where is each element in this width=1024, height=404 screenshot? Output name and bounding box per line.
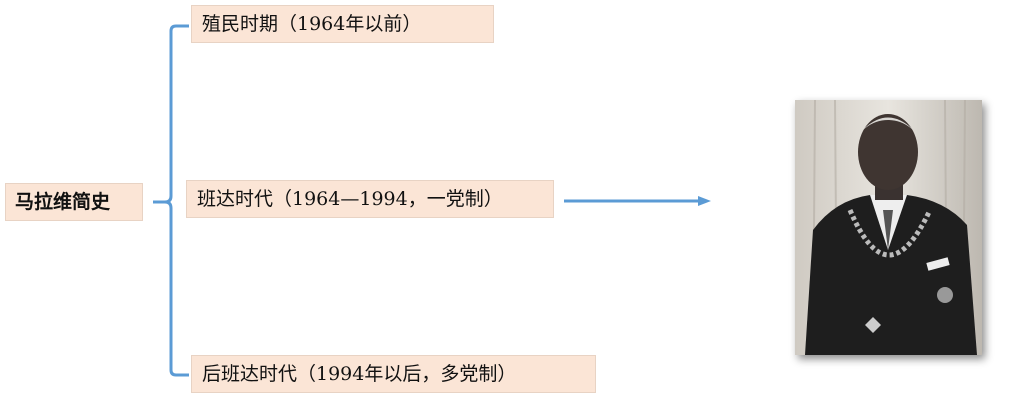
- arrow-head: [698, 196, 711, 206]
- bracket-connector: [153, 24, 189, 377]
- root-node: 马拉维简史: [5, 183, 143, 221]
- portrait-photo: [795, 99, 982, 356]
- branch-colonial-period: 殖民时期（1964年以前）: [191, 5, 494, 43]
- branch-banda-era: 班达时代（1964—1994，一党制）: [186, 180, 554, 218]
- branch-post-banda-era: 后班达时代（1994年以后，多党制）: [191, 355, 596, 393]
